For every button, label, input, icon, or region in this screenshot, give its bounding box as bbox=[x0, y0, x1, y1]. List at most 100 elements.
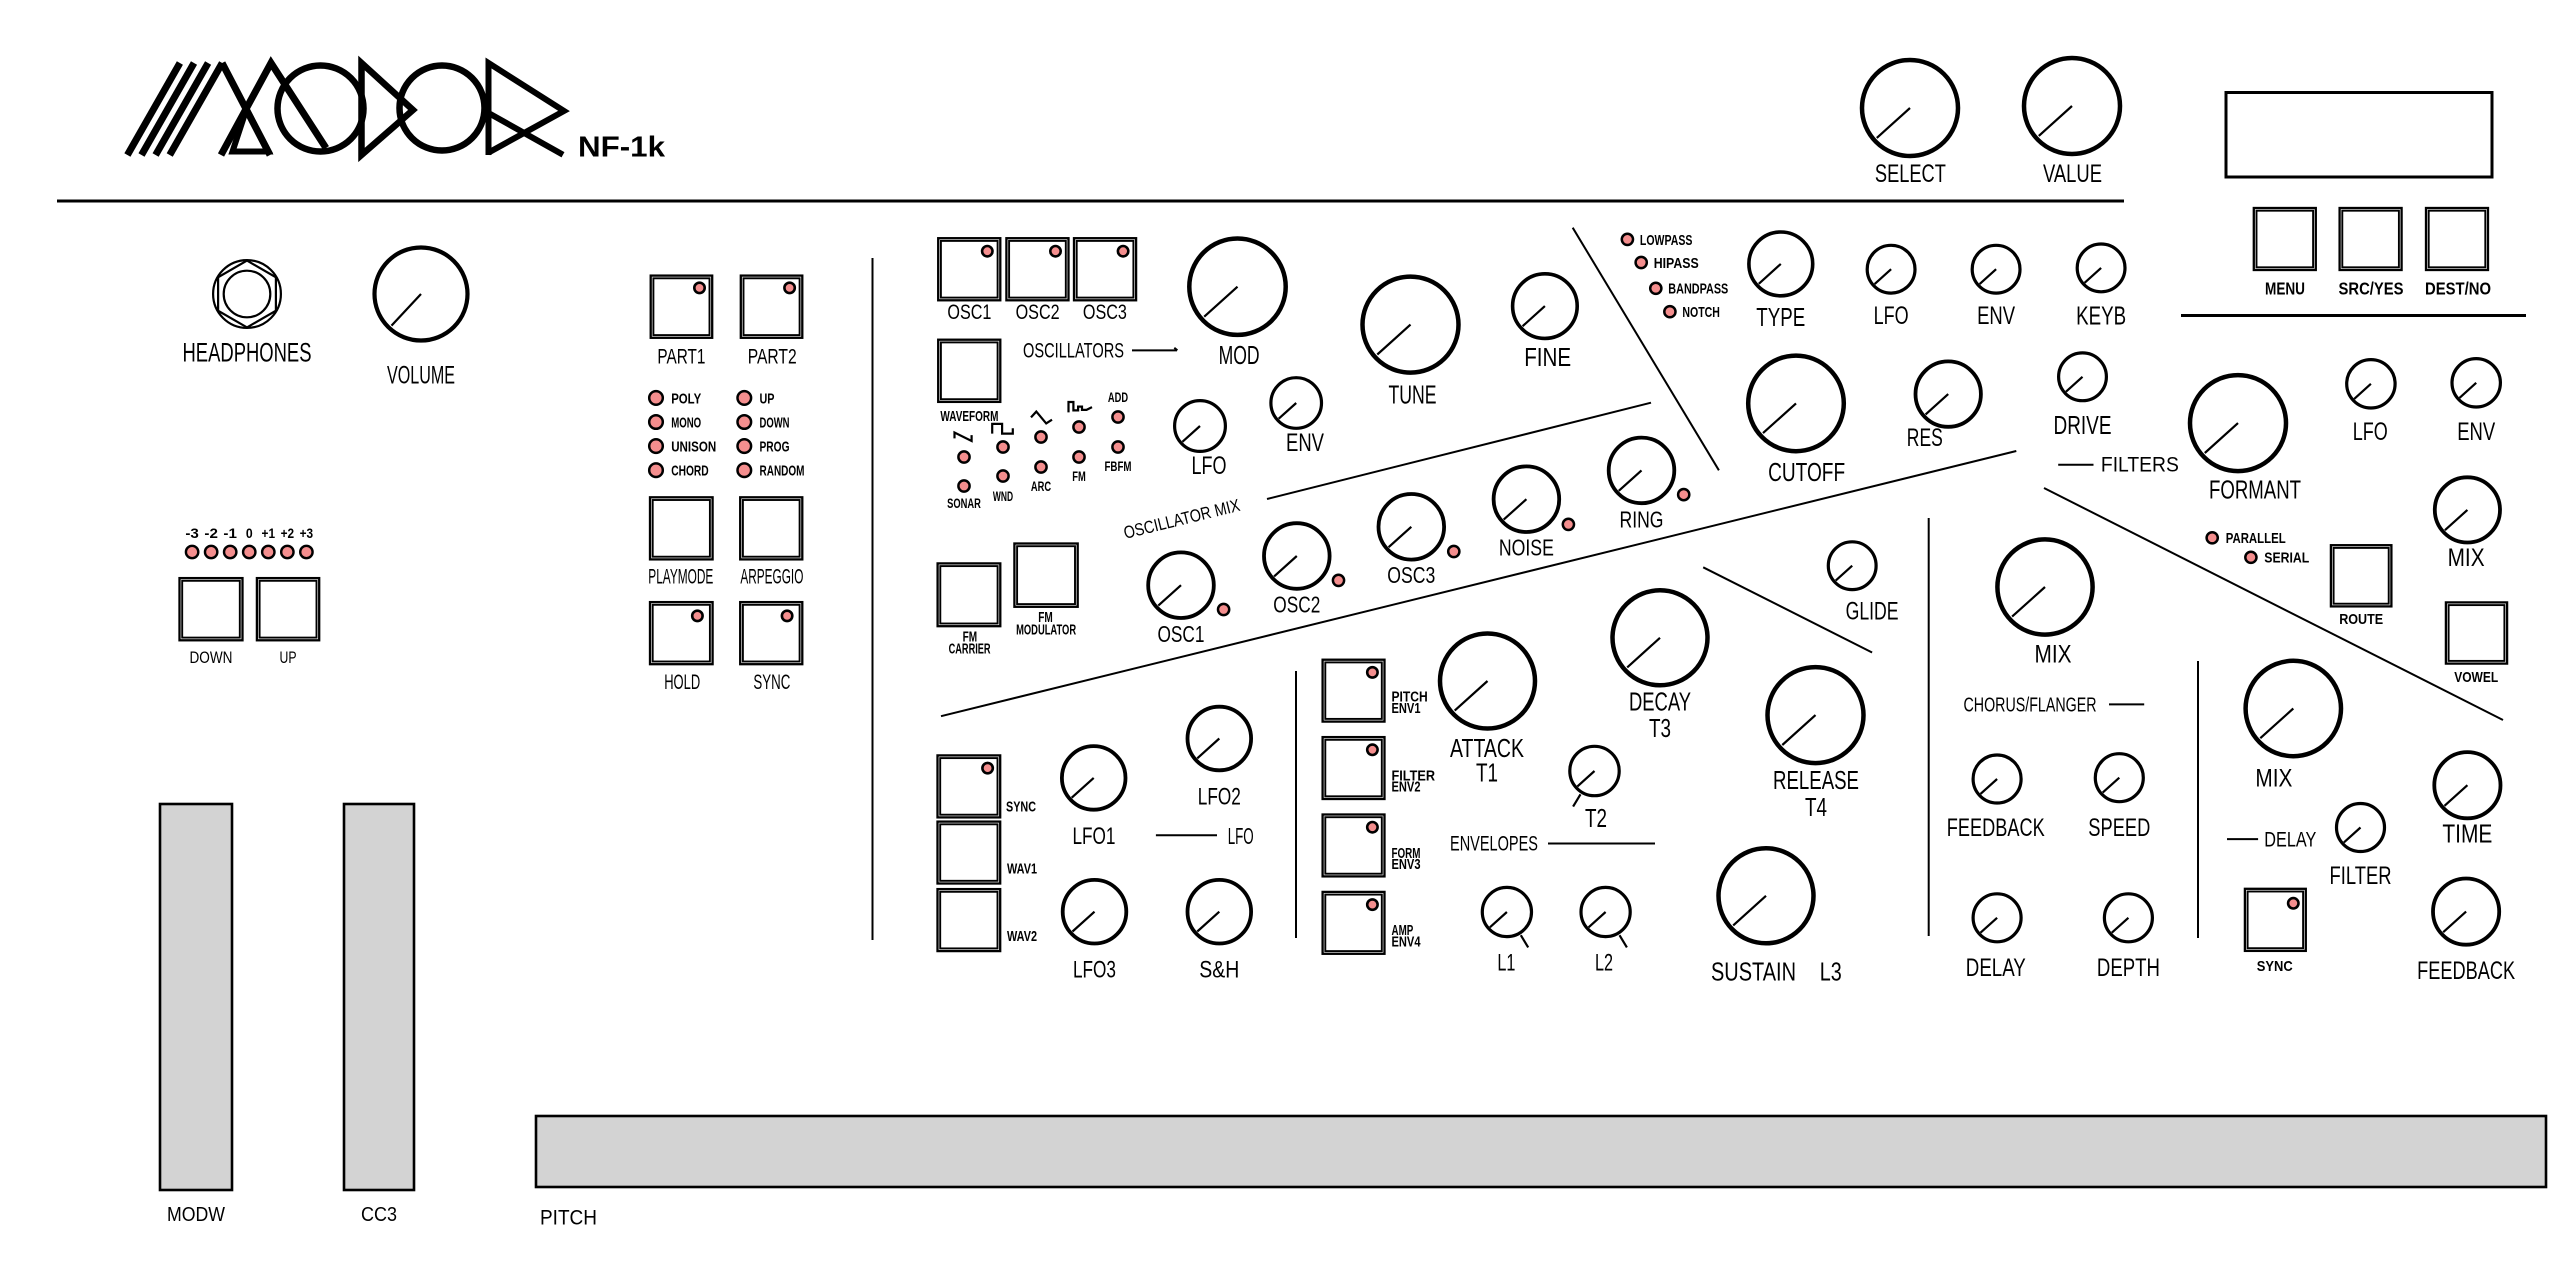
svg-text:LFO: LFO bbox=[2353, 418, 2388, 446]
svg-text:FORM: FORM bbox=[1392, 846, 1421, 862]
svg-text:ENV: ENV bbox=[2457, 418, 2495, 446]
svg-text:CARRIER: CARRIER bbox=[949, 642, 991, 658]
svg-text:MODW: MODW bbox=[167, 1204, 225, 1226]
svg-text:T3: T3 bbox=[1649, 713, 1671, 743]
svg-text:ENV1: ENV1 bbox=[1392, 701, 1421, 717]
svg-text:SPEED: SPEED bbox=[2088, 814, 2150, 842]
svg-text:OSCILLATORS: OSCILLATORS bbox=[1023, 339, 1124, 362]
svg-text:FINE: FINE bbox=[1524, 342, 1571, 372]
svg-text:OSC3: OSC3 bbox=[1083, 301, 1127, 324]
svg-text:FILTERS: FILTERS bbox=[2101, 453, 2179, 476]
svg-text:LFO2: LFO2 bbox=[1198, 783, 1241, 810]
svg-text:BANDPASS: BANDPASS bbox=[1668, 281, 1728, 298]
svg-text:L2: L2 bbox=[1595, 949, 1613, 976]
svg-text:MENU: MENU bbox=[2265, 278, 2305, 298]
svg-text:WND: WND bbox=[993, 489, 1013, 504]
svg-text:L3: L3 bbox=[1820, 956, 1842, 986]
svg-text:ROUTE: ROUTE bbox=[2339, 611, 2383, 628]
svg-text:FORMANT: FORMANT bbox=[2209, 474, 2301, 504]
svg-text:CC3: CC3 bbox=[361, 1204, 397, 1226]
svg-text:CHORUS/FLANGER: CHORUS/FLANGER bbox=[1964, 695, 2097, 717]
svg-text:PITCH: PITCH bbox=[540, 1207, 597, 1230]
svg-text:L1: L1 bbox=[1497, 949, 1515, 976]
svg-text:DELAY: DELAY bbox=[2264, 829, 2316, 852]
svg-text:FBFM: FBFM bbox=[1105, 459, 1132, 474]
svg-text:ENV: ENV bbox=[1286, 429, 1324, 457]
svg-text:PITCH: PITCH bbox=[1392, 690, 1428, 706]
svg-text:HIPASS: HIPASS bbox=[1654, 255, 1699, 272]
svg-text:-1: -1 bbox=[223, 526, 237, 541]
svg-text:LOWPASS: LOWPASS bbox=[1640, 232, 1693, 249]
svg-text:ADD: ADD bbox=[1108, 390, 1128, 405]
svg-text:ENV: ENV bbox=[1977, 302, 2015, 330]
svg-text:FILTER: FILTER bbox=[2330, 862, 2392, 890]
svg-text:UNISON: UNISON bbox=[671, 439, 716, 456]
svg-text:ENV3: ENV3 bbox=[1392, 857, 1421, 873]
svg-text:UP: UP bbox=[280, 649, 297, 667]
svg-text:DOWN: DOWN bbox=[190, 649, 233, 667]
svg-text:-2: -2 bbox=[204, 526, 218, 541]
svg-text:NOTCH: NOTCH bbox=[1682, 304, 1720, 321]
svg-text:TYPE: TYPE bbox=[1756, 302, 1805, 332]
svg-text:CUTOFF: CUTOFF bbox=[1768, 457, 1845, 487]
svg-text:DEPTH: DEPTH bbox=[2097, 954, 2160, 982]
svg-text:-3: -3 bbox=[185, 526, 199, 541]
svg-text:LFO1: LFO1 bbox=[1073, 823, 1116, 850]
svg-text:ENV4: ENV4 bbox=[1392, 934, 1421, 950]
svg-text:SERIAL: SERIAL bbox=[2264, 550, 2309, 567]
svg-text:DRIVE: DRIVE bbox=[2054, 410, 2112, 440]
svg-text:MODULATOR: MODULATOR bbox=[1016, 622, 1076, 638]
svg-text:OSC3: OSC3 bbox=[1387, 562, 1435, 588]
svg-text:NF-1k: NF-1k bbox=[578, 131, 666, 163]
svg-text:FEEDBACK: FEEDBACK bbox=[2417, 957, 2515, 985]
svg-text:KEYB: KEYB bbox=[2076, 300, 2126, 330]
svg-text:+3: +3 bbox=[300, 526, 314, 541]
svg-text:T1: T1 bbox=[1476, 757, 1498, 787]
svg-text:DOWN: DOWN bbox=[760, 414, 790, 431]
svg-text:PLAYMODE: PLAYMODE bbox=[648, 566, 713, 589]
svg-text:AMP: AMP bbox=[1392, 923, 1414, 939]
svg-text:ENVELOPES: ENVELOPES bbox=[1450, 832, 1538, 855]
svg-text:SYNC: SYNC bbox=[1006, 798, 1036, 815]
svg-text:S&H: S&H bbox=[1199, 956, 1239, 983]
svg-text:WAV1: WAV1 bbox=[1007, 860, 1037, 877]
svg-text:DEST/NO: DEST/NO bbox=[2425, 278, 2491, 298]
svg-text:FILTER: FILTER bbox=[1392, 768, 1436, 784]
svg-text:GLIDE: GLIDE bbox=[1846, 597, 1899, 625]
svg-text:FM: FM bbox=[1038, 610, 1053, 626]
svg-text:MIX: MIX bbox=[2448, 544, 2485, 572]
svg-text:TIME: TIME bbox=[2442, 819, 2492, 849]
svg-text:LFO: LFO bbox=[1874, 302, 1909, 330]
svg-text:+1: +1 bbox=[262, 526, 276, 541]
svg-text:SELECT: SELECT bbox=[1875, 160, 1946, 188]
svg-text:WAV2: WAV2 bbox=[1007, 928, 1037, 945]
svg-text:PARALLEL: PARALLEL bbox=[2226, 530, 2286, 547]
svg-text:NOISE: NOISE bbox=[1499, 535, 1554, 561]
svg-text:RELEASE: RELEASE bbox=[1773, 765, 1859, 795]
svg-text:LFO3: LFO3 bbox=[1073, 956, 1116, 983]
svg-text:SYNC: SYNC bbox=[2257, 958, 2293, 975]
svg-text:OSC2: OSC2 bbox=[1273, 592, 1320, 618]
svg-text:MIX: MIX bbox=[2035, 640, 2072, 668]
svg-text:T2: T2 bbox=[1585, 803, 1607, 833]
svg-text:POLY: POLY bbox=[671, 390, 701, 407]
svg-text:SONAR: SONAR bbox=[947, 496, 981, 511]
svg-text:SYNC: SYNC bbox=[753, 671, 790, 694]
svg-text:DELAY: DELAY bbox=[1966, 954, 2026, 982]
svg-text:PROG: PROG bbox=[760, 439, 790, 456]
svg-text:ENV2: ENV2 bbox=[1392, 780, 1421, 796]
svg-text:FM: FM bbox=[963, 629, 978, 645]
svg-text:MOD: MOD bbox=[1219, 340, 1260, 370]
svg-text:ARC: ARC bbox=[1031, 479, 1051, 494]
svg-text:MONO: MONO bbox=[671, 414, 701, 431]
svg-text:OSC2: OSC2 bbox=[1016, 301, 1060, 324]
svg-text:VALUE: VALUE bbox=[2043, 160, 2102, 188]
svg-text:PART1: PART1 bbox=[657, 346, 705, 369]
svg-text:LFO: LFO bbox=[1228, 823, 1254, 849]
svg-text:SRC/YES: SRC/YES bbox=[2339, 278, 2404, 298]
svg-text:RING: RING bbox=[1620, 506, 1664, 532]
svg-text:CHORD: CHORD bbox=[671, 463, 709, 480]
svg-text:HEADPHONES: HEADPHONES bbox=[183, 338, 312, 368]
svg-text:HOLD: HOLD bbox=[664, 671, 700, 694]
svg-text:UP: UP bbox=[760, 390, 775, 407]
